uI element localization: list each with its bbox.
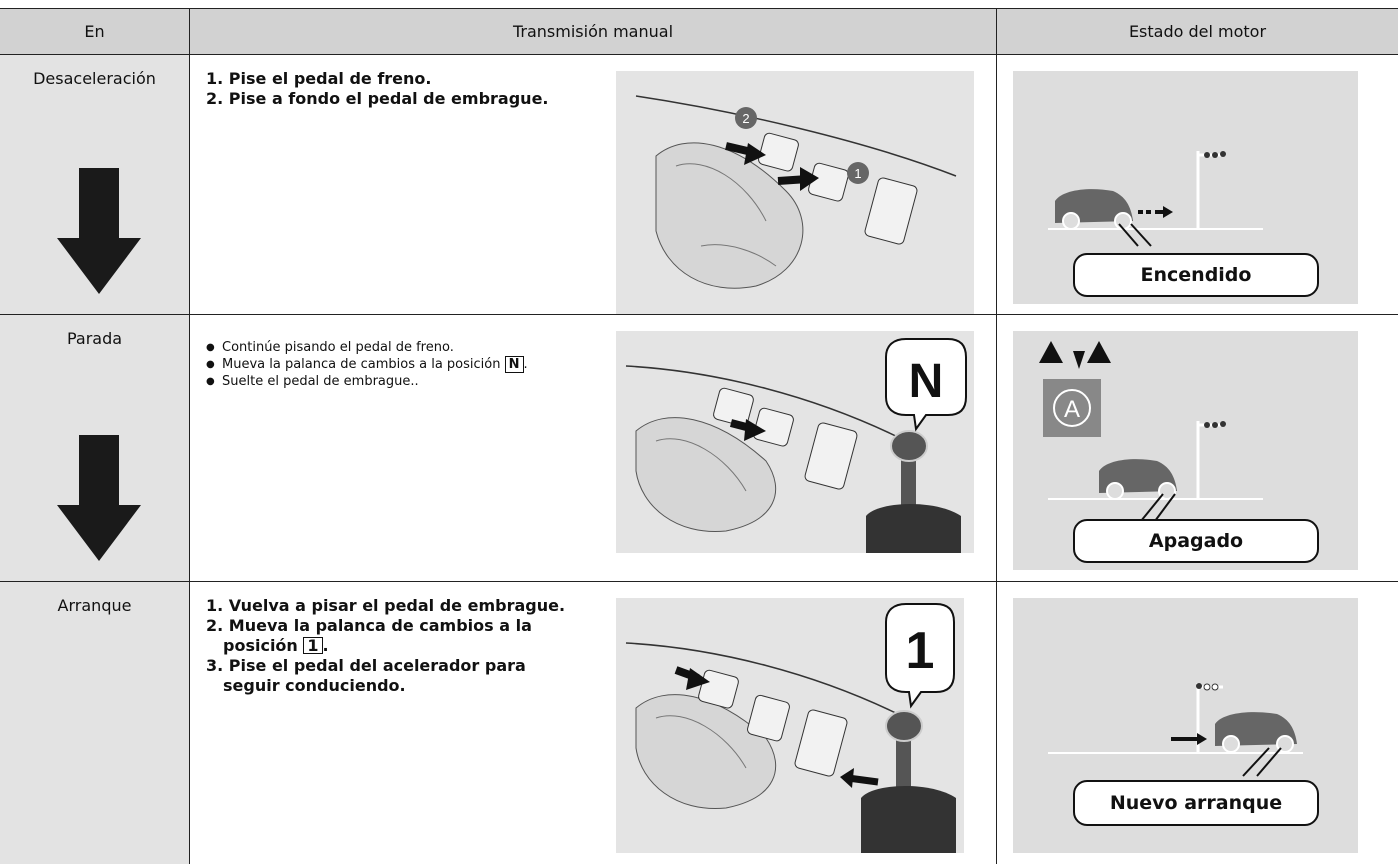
auto-stop-letter: A xyxy=(1064,396,1080,423)
engine-state-illustration: Nuevo arranque xyxy=(1013,598,1358,853)
transmission-cell: 1. Vuelva a pisar el pedal de embrague. … xyxy=(190,582,997,864)
badge-brake: 1 xyxy=(854,166,861,181)
gear-position-box: 1 xyxy=(303,637,322,654)
table-row: Arranque 1. Vuelva a pisar el pedal de e… xyxy=(0,582,1398,864)
step-item: 3. Pise el pedal del acelerador para xyxy=(206,656,565,676)
down-arrow-icon xyxy=(57,435,141,561)
start-stop-table: En Transmisión manual Estado del motor D… xyxy=(0,8,1398,864)
stage-cell: Desaceleración xyxy=(0,55,190,315)
table-row: Parada Continúe pisando el pedal de fren… xyxy=(0,315,1398,582)
header-transmission: Transmisión manual xyxy=(190,9,997,55)
badge-clutch: 2 xyxy=(742,111,749,126)
gear-label: N xyxy=(909,355,944,408)
shifter-illustration: 1 xyxy=(616,598,964,853)
pedal-illustration: 2 1 xyxy=(616,71,974,314)
step-item: seguir conduciendo. xyxy=(206,676,565,696)
down-arrow-icon xyxy=(57,168,141,294)
traffic-light-icon xyxy=(1204,151,1226,158)
gear-position-box: N xyxy=(505,356,524,373)
bullet-suffix: . xyxy=(524,357,528,372)
header-stage: En xyxy=(0,9,190,55)
engine-state-label: Nuevo arranque xyxy=(1073,780,1319,826)
bullet-item: Continúe pisando el pedal de freno. xyxy=(206,339,528,356)
engine-state-label: Encendido xyxy=(1073,253,1319,297)
step-suffix: . xyxy=(323,636,329,655)
step-item: 2. Mueva la palanca de cambios a la xyxy=(206,616,565,636)
step-item: 1. Vuelva a pisar el pedal de embrague. xyxy=(206,596,565,616)
step-item: posición 1. xyxy=(206,636,565,656)
car-icon xyxy=(1099,459,1177,499)
transmission-cell: Continúe pisando el pedal de freno. Muev… xyxy=(190,315,997,582)
engine-state-label: Apagado xyxy=(1073,519,1319,563)
stage-cell: Parada xyxy=(0,315,190,582)
stage-label: Arranque xyxy=(0,582,189,615)
car-icon xyxy=(1215,712,1297,752)
shifter-illustration: N xyxy=(616,331,974,553)
transmission-cell: 1. Pise el pedal de freno. 2. Pise a fon… xyxy=(190,55,997,315)
pedals-shifter-icon: 1 xyxy=(616,598,964,853)
header-engine-state: Estado del motor xyxy=(997,9,1398,55)
engine-state-cell: A xyxy=(997,315,1398,582)
engine-state-cell: Nuevo arranque xyxy=(997,582,1398,864)
bullet-item: Mueva la palanca de cambios a la posició… xyxy=(206,356,528,373)
engine-state-illustration: A xyxy=(1013,331,1358,570)
step-item: 2. Pise a fondo el pedal de embrague. xyxy=(206,89,549,109)
engine-state-cell: Encendido xyxy=(997,55,1398,315)
pedals-shifter-icon: N xyxy=(616,331,974,553)
pedals-icon: 2 1 xyxy=(616,71,974,314)
bullet-list: Continúe pisando el pedal de freno. Muev… xyxy=(206,339,528,390)
step-item: 1. Pise el pedal de freno. xyxy=(206,69,549,89)
traffic-light-icon xyxy=(1204,421,1226,428)
table-header-row: En Transmisión manual Estado del motor xyxy=(0,9,1398,55)
stage-label: Desaceleración xyxy=(0,55,189,88)
step-list: 1. Pise el pedal de freno. 2. Pise a fon… xyxy=(206,69,549,109)
gear-label: 1 xyxy=(906,622,935,680)
stage-cell: Arranque xyxy=(0,582,190,864)
bullet-item: Suelte el pedal de embrague.. xyxy=(206,373,528,390)
car-icon xyxy=(1055,189,1133,229)
table-row: Desaceleración 1. Pise el pedal de freno… xyxy=(0,55,1398,315)
traffic-light-icon xyxy=(1196,683,1218,690)
stage-label: Parada xyxy=(0,315,189,348)
step-list: 1. Vuelva a pisar el pedal de embrague. … xyxy=(206,596,565,696)
engine-state-illustration: Encendido xyxy=(1013,71,1358,304)
